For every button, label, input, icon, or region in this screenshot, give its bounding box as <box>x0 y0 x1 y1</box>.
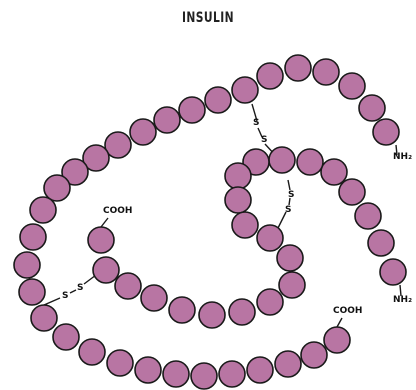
inner-chain-bead <box>199 302 225 328</box>
chain-b-c-terminus-label: COOH <box>333 306 362 316</box>
inner-chain-bead <box>229 299 255 325</box>
bond2-s-atom-top: S <box>288 190 294 200</box>
inner-chain-bead <box>169 297 195 323</box>
inner-chain-bead <box>277 245 303 271</box>
disulfide-bond-lines <box>44 104 401 327</box>
inner-chain-bead <box>355 203 381 229</box>
outer-chain-bead <box>20 224 46 250</box>
chain-b-c-terminus-line <box>337 318 342 327</box>
outer-chain-bead <box>79 339 105 365</box>
chain-a-c-terminus-line <box>101 218 108 227</box>
inner-chain-bead <box>225 187 251 213</box>
outer-chain-bead <box>275 351 301 377</box>
outer-chain-bead <box>130 119 156 145</box>
bond1-s-atom-bottom: S <box>261 135 267 145</box>
outer-chain-bead <box>163 361 189 387</box>
inner-chain-bead <box>115 273 141 299</box>
outer-chain-bead <box>219 361 245 387</box>
inner-chain-bead <box>321 159 347 185</box>
inner-chain-bead <box>225 163 251 189</box>
amino-acid-beads <box>14 55 406 389</box>
inner-chain-bead <box>257 225 283 251</box>
outer-chain-bead <box>373 119 399 145</box>
outer-chain-bead <box>107 350 133 376</box>
outer-chain-bead <box>247 357 273 383</box>
outer-chain-bead <box>257 63 283 89</box>
bond3-line-a <box>44 298 60 305</box>
outer-chain-bead <box>232 77 258 103</box>
inner-chain-bead <box>380 259 406 285</box>
outer-chain-bead <box>205 87 231 113</box>
inner-chain-bead <box>297 149 323 175</box>
outer-chain-bead <box>313 59 339 85</box>
n-terminus-text: NH₂ <box>393 295 412 305</box>
outer-chain-bead <box>285 55 311 81</box>
inner-chain-bead <box>339 179 365 205</box>
bond2-s-atom-bottom: S <box>285 205 291 215</box>
outer-chain-bead <box>154 107 180 133</box>
inner-chain-bead <box>88 227 114 253</box>
outer-chain-bead <box>191 363 217 389</box>
outer-chain-bead <box>53 324 79 350</box>
inner-chain-bead <box>93 257 119 283</box>
outer-chain-bead <box>179 97 205 123</box>
n-terminus-text: NH₂ <box>393 152 412 162</box>
bond1-s-atom-top: S <box>253 118 259 128</box>
inner-chain-bead <box>141 285 167 311</box>
chain-b-n-terminus-label: NH₂ <box>393 295 412 305</box>
outer-chain-bead <box>359 95 385 121</box>
outer-chain-bead <box>31 305 57 331</box>
outer-chain-bead <box>324 327 350 353</box>
outer-chain-bead <box>30 197 56 223</box>
inner-chain-bead <box>368 230 394 256</box>
inner-chain-bead <box>232 212 258 238</box>
outer-chain-bead <box>14 252 40 278</box>
inner-chain-bead <box>269 147 295 173</box>
bond2-line-a <box>288 180 290 190</box>
inner-chain-bead <box>257 289 283 315</box>
outer-chain-bead <box>339 73 365 99</box>
chain-a-n-terminus-label: NH₂ <box>393 152 412 162</box>
bond3-s-atom-left: S <box>62 291 68 301</box>
outer-chain-bead <box>301 342 327 368</box>
outer-chain-bead <box>19 279 45 305</box>
bond3-line-b <box>70 290 76 293</box>
chain-a-c-terminus-label: COOH <box>103 206 132 216</box>
outer-chain-bead <box>135 357 161 383</box>
inner-chain-bead <box>279 272 305 298</box>
bond3-s-atom-right: S <box>77 283 83 293</box>
